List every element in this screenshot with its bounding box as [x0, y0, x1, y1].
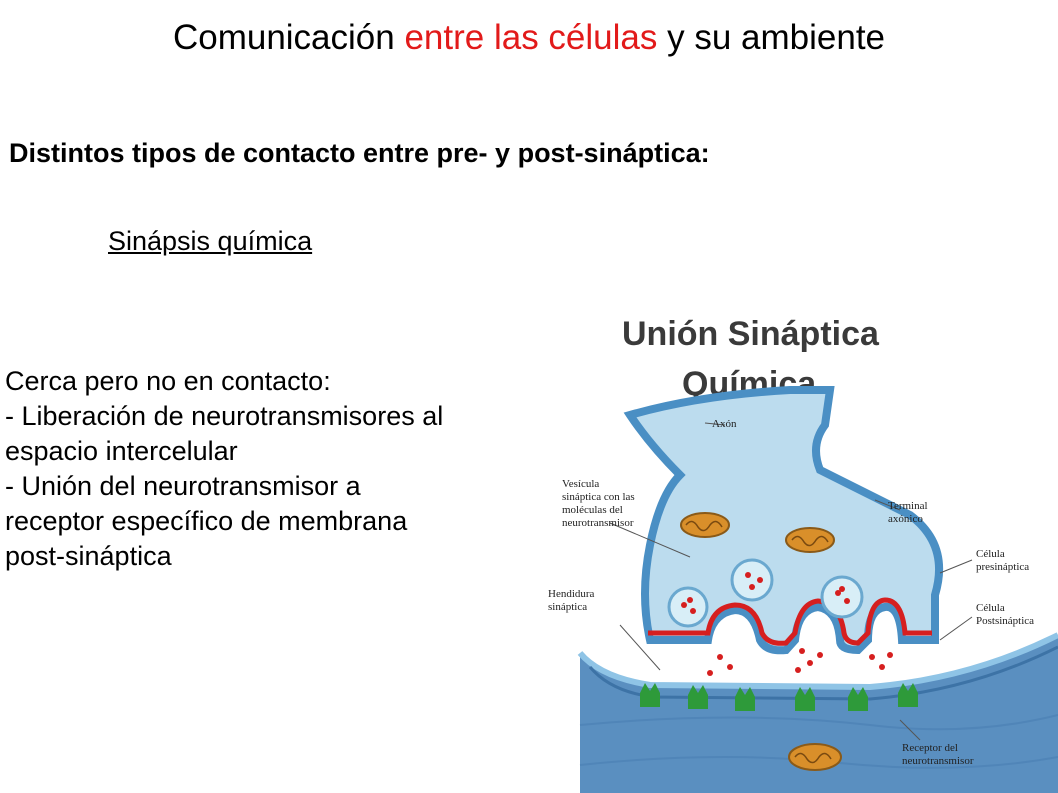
label-vesicle-1: Vesícula — [562, 478, 599, 490]
mitochondria — [680, 512, 842, 771]
synapse-diagram: Unión Sináptica Química — [548, 315, 1058, 793]
synaptic-vesicles — [667, 558, 864, 628]
body-line-3: espacio intercelular — [5, 436, 238, 466]
title-part-2-highlight: entre las células — [404, 18, 658, 57]
leader-lines — [609, 422, 973, 741]
title-part-1: Comunicación — [172, 18, 395, 57]
label-postsyn-2: Postsináptica — [976, 615, 1034, 627]
title-part-3: y su ambiente — [667, 18, 886, 57]
label-vesicle-3: moléculas del — [562, 504, 623, 516]
body-text: Cerca pero no en contacto: - Liberación … — [5, 364, 605, 574]
label-receptor-2: neurotransmisor — [902, 755, 974, 767]
synapse-figure: Unión Sináptica Química — [540, 295, 1058, 793]
label-vesicle-4: neurotransmisor — [562, 517, 634, 529]
body-line-4: - Unión del neurotransmisor a — [5, 471, 361, 501]
neurotransmitter-receptors — [640, 683, 918, 711]
label-postsyn-1: Célula — [976, 602, 1005, 614]
section-heading: Sinápsis química — [108, 226, 313, 256]
label-vesicle-2: sináptica con las — [562, 491, 635, 503]
label-terminal-1: Terminal — [888, 500, 928, 512]
label-cleft-2: sináptica — [548, 601, 587, 613]
label-cleft-1: Hendidura — [548, 588, 595, 600]
label-receptor-1: Receptor del — [902, 742, 958, 754]
label-terminal-2: axónico — [888, 513, 923, 525]
label-presyn-2: presináptica — [976, 561, 1029, 573]
label-presyn-1: Célula — [976, 548, 1005, 560]
body-line-5: receptor específico de membrana — [5, 506, 408, 536]
body-line-2: - Liberación de neurotransmisores al — [5, 401, 444, 431]
figure-title-line-1: Unión Sináptica — [622, 315, 880, 353]
body-line-6: post-sináptica — [5, 541, 172, 571]
neurotransmitter-molecules — [707, 648, 893, 676]
slide-title: Comunicación entre las células y su ambi… — [0, 18, 1058, 58]
label-axon: Axón — [712, 418, 737, 430]
presynaptic-terminal — [623, 386, 944, 655]
slide-subtitle: Distintos tipos de contacto entre pre- y… — [9, 138, 710, 168]
postsynaptic-cell — [577, 632, 1058, 793]
body-line-1: Cerca pero no en contacto: — [5, 366, 331, 396]
